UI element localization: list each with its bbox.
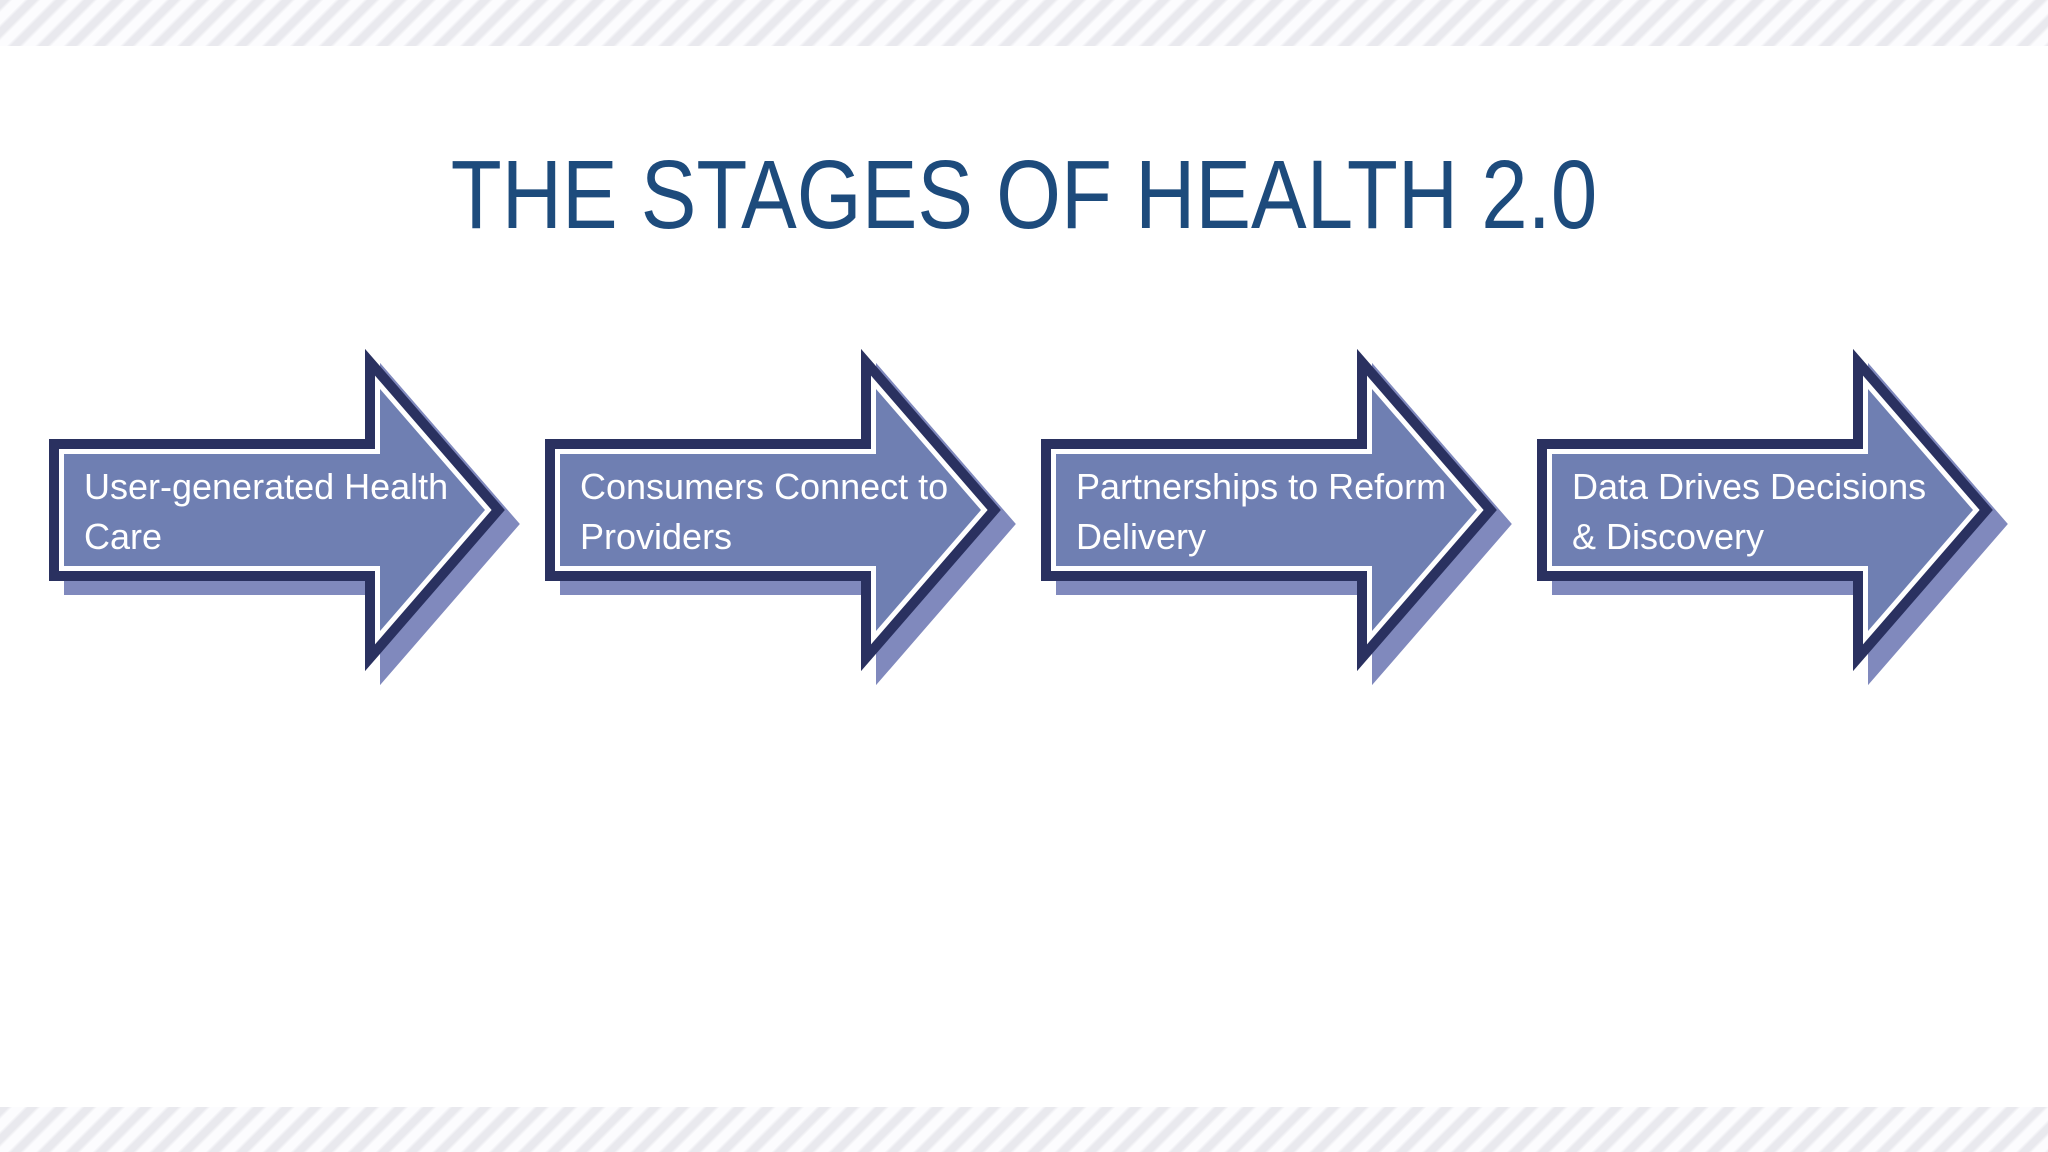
stage-arrow-1: User-generated Health Care	[48, 348, 568, 686]
stage-label-line: Delivery	[1076, 516, 1207, 557]
stage-label-line: Consumers Connect to	[580, 466, 949, 507]
stage-label-line: Care	[84, 516, 163, 557]
stage-label-line: & Discovery	[1572, 516, 1765, 557]
slide-title: THE STAGES OF HEALTH 2.0	[450, 139, 1598, 249]
stage-label-line: User-generated Health	[84, 466, 449, 507]
stage-label-1: User-generated Health Care	[84, 462, 514, 562]
stage-arrow-3: Partnerships to Reform Delivery	[1040, 348, 1560, 686]
stage-label-line: Partnerships to Reform	[1076, 466, 1447, 507]
stage-label-4: Data Drives Decisions & Discovery	[1572, 462, 2002, 562]
top-stripe-decoration	[0, 0, 2048, 46]
right-arrow-icon	[1537, 348, 2008, 686]
stage-arrow-4: Data Drives Decisions & Discovery	[1536, 348, 2048, 686]
stage-label-3: Partnerships to Reform Delivery	[1076, 462, 1506, 562]
stage-label-2: Consumers Connect to Providers	[580, 462, 1010, 562]
right-arrow-icon	[49, 348, 520, 686]
bottom-stripe-decoration	[0, 1107, 2048, 1152]
right-arrow-icon	[1041, 348, 1512, 686]
stage-label-line: Data Drives Decisions	[1572, 466, 1927, 507]
right-arrow-icon	[545, 348, 1016, 686]
stage-label-line: Providers	[580, 516, 733, 557]
stage-arrow-2: Consumers Connect to Providers	[544, 348, 1064, 686]
